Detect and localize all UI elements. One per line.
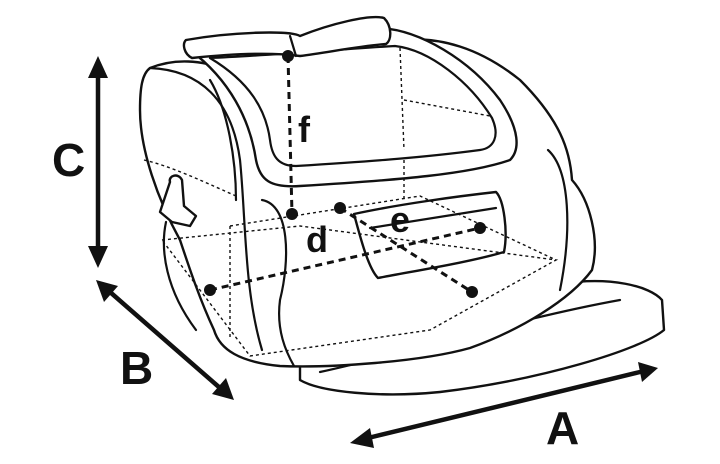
arrowhead-a-right [638, 362, 658, 382]
dimension-arrow-a [365, 369, 643, 441]
point-e-bottom [466, 286, 478, 298]
arrowhead-b-bottom [212, 378, 234, 400]
buckle-strap [162, 220, 198, 332]
top-handle-cushion [182, 15, 392, 60]
point-f-bottom [286, 208, 298, 220]
pocket-flap-line [368, 206, 498, 230]
label-c: C [52, 134, 85, 186]
inner-back-wall [399, 47, 405, 151]
handle-fold [288, 34, 298, 58]
label-b: B [120, 342, 153, 394]
dimension-arrow-b [107, 289, 223, 391]
top-opening-inner [208, 44, 497, 168]
label-e: e [390, 199, 410, 240]
measure-line-d [209, 226, 481, 292]
base-back-edge [229, 195, 557, 261]
arrowhead-b-top [96, 280, 118, 302]
side-panel-seam [208, 78, 238, 202]
strap-buckle [158, 174, 198, 228]
base-outline [160, 225, 559, 357]
point-d-left [204, 284, 216, 296]
point-f-top [282, 50, 294, 62]
front-seam-left [260, 198, 296, 368]
label-a: A [546, 402, 579, 454]
side-panel-stitch [143, 159, 237, 197]
front-seam-right [546, 148, 569, 292]
measure-line-f [286, 55, 294, 215]
arrowhead-c-top [88, 56, 108, 78]
arrowhead-a-left [350, 428, 374, 448]
arrowhead-c-bottom [88, 246, 108, 268]
label-d: d [306, 219, 328, 260]
measure-line-e [339, 206, 473, 294]
side-panel-edge [148, 66, 264, 352]
label-f: f [298, 109, 311, 150]
inner-floor-line [403, 99, 491, 117]
point-d-right [474, 222, 486, 234]
point-e-top [334, 202, 346, 214]
